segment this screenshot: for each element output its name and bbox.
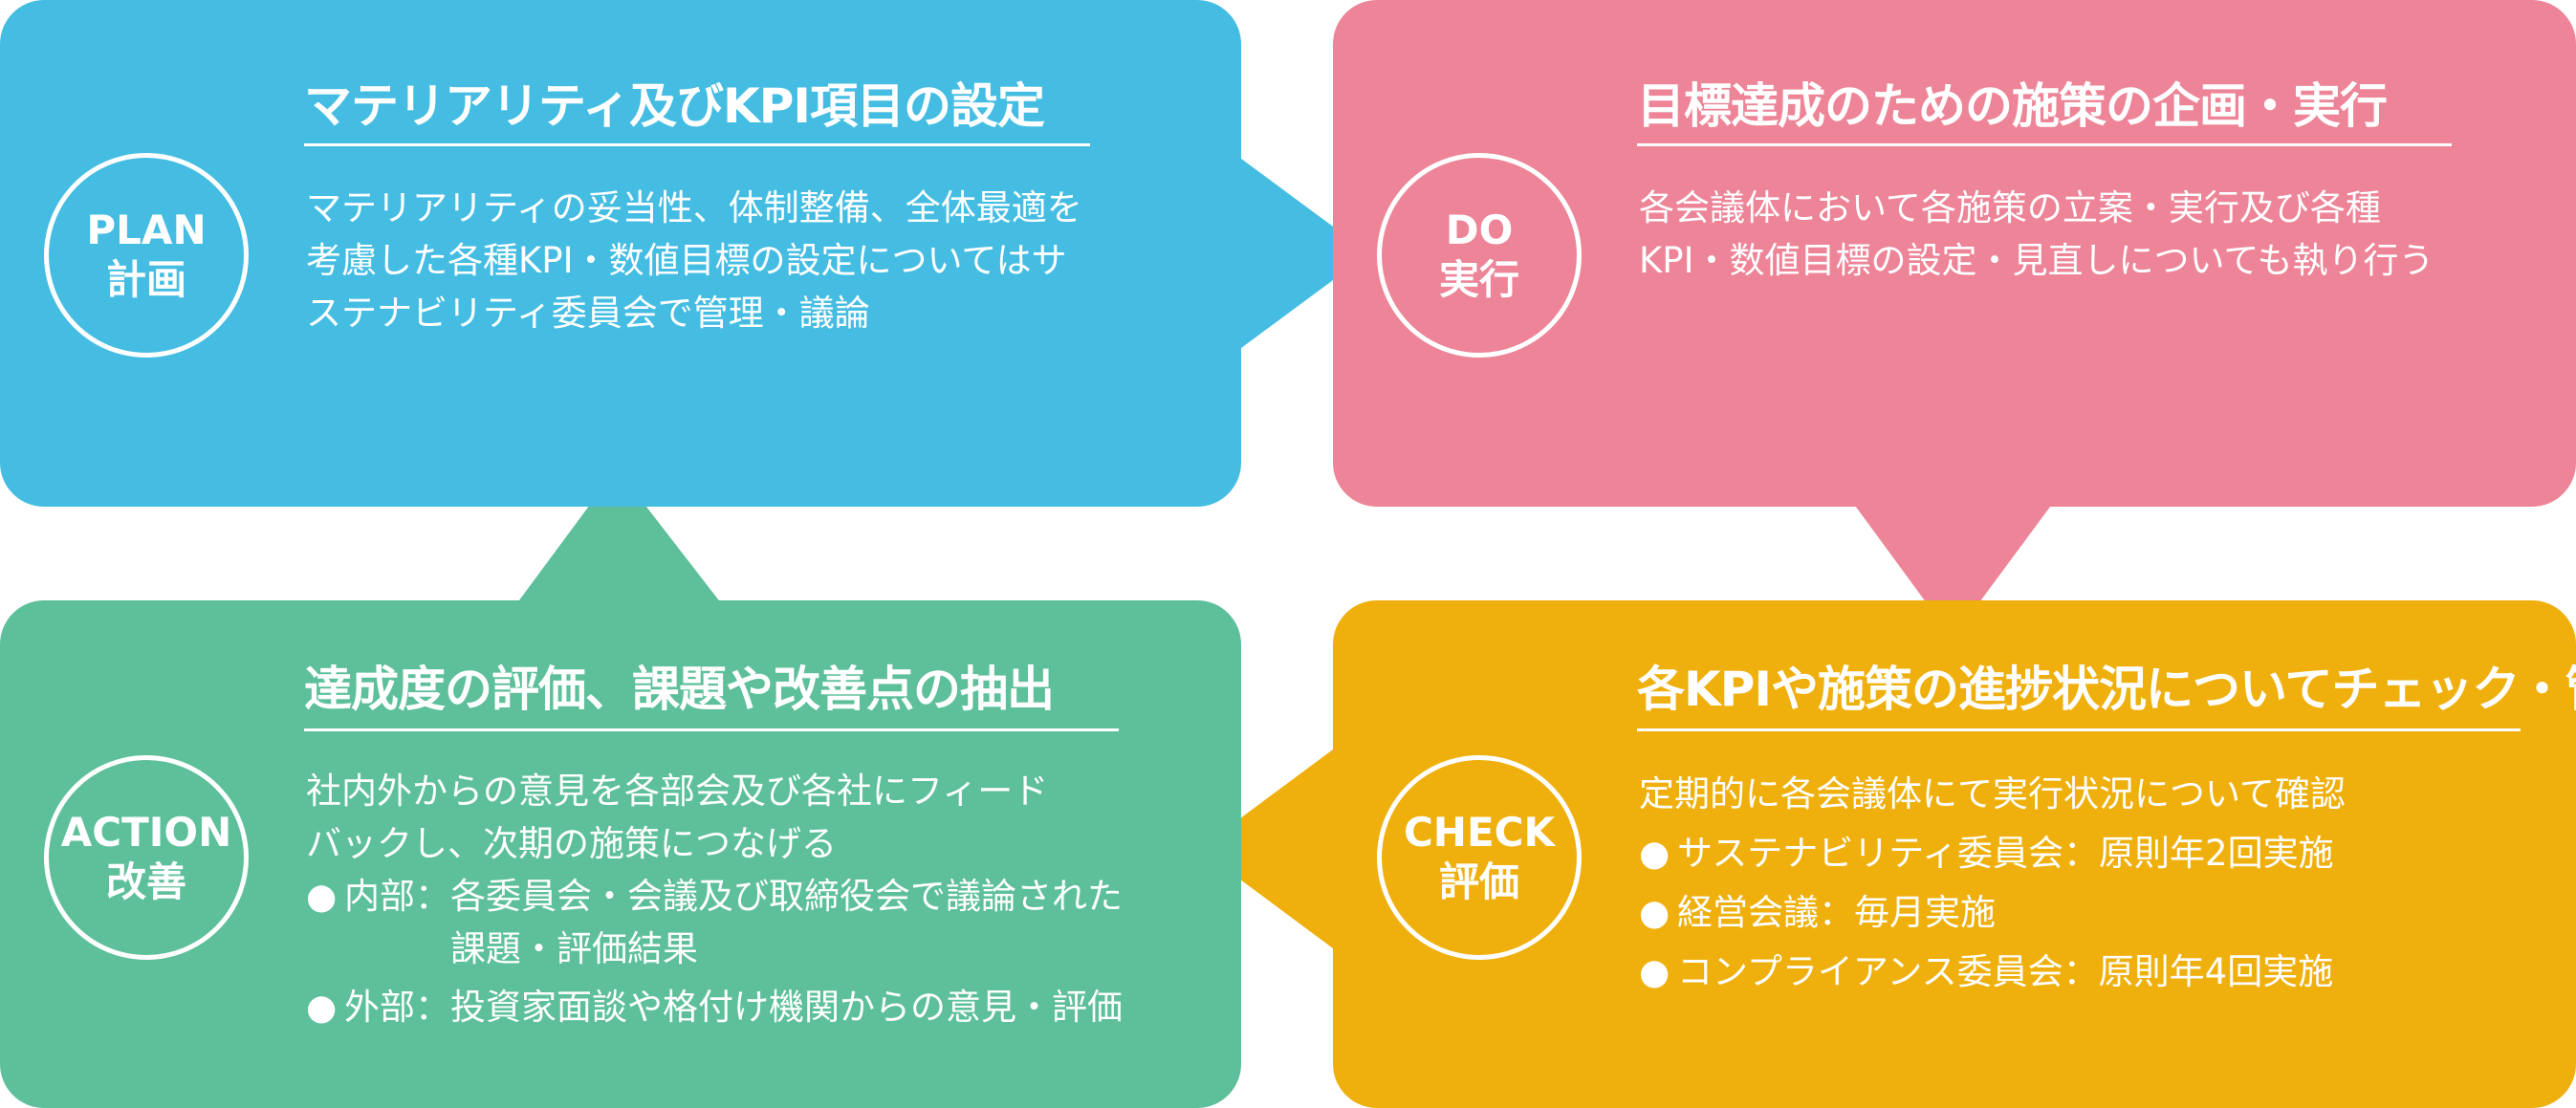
check-title: 各KPIや施策の進捗状況についてチェック・管理 [1637,662,2576,717]
bullet-mark: ● [1639,892,1670,933]
check-title-underline [1637,728,2521,731]
do-label-en: DO [1445,206,1514,253]
do-body: 各会議体において各施策の立案・実行及び各種 KPI・数値目標の設定・見直しについ… [1639,182,2557,287]
action-intro-line: 社内外からの意見を各部会及び各社にフィード [306,771,1049,812]
action-title: 達成度の評価、課題や改善点の抽出 [304,662,1055,717]
bullet-mark: ● [306,987,338,1028]
action-label-en: ACTION [60,809,232,856]
action-bullet-external: ● 外部： 投資家面談や格付け機関からの意見・評価 [306,981,1224,1033]
check-bullet: ● 経営会議：毎月実施 [1639,883,2557,943]
do-to-check-arrow [1850,499,2056,639]
check-bullet-text: サステナビリティ委員会：原則年2回実施 [1677,833,2334,874]
check-circle: CHECK 評価 [1377,755,1582,960]
do-title-underline [1637,143,2452,146]
do-title: 目標達成のための施策の企画・実行 [1637,78,2388,134]
plan-body-line: ステナビリティ委員会で管理・議論 [306,293,870,334]
plan-to-do-arrow [1233,153,1369,354]
do-box: DO 実行 目標達成のための施策の企画・実行 各会議体において各施策の立案・実行… [1333,0,2576,507]
do-label-ja: 実行 [1438,256,1519,303]
check-to-action-arrow [1199,744,1341,954]
bullet-mark: ● [306,876,338,917]
check-body: 定期的に各会議体にて実行状況について確認 ● サステナビリティ委員会：原則年2回… [1639,765,2557,1002]
plan-title: マテリアリティ及びKPI項目の設定 [304,78,1045,134]
plan-body: マテリアリティの妥当性、体制整備、全体最適を 考慮した各種KPI・数値目標の設定… [306,182,1224,339]
check-bullet: ● サステナビリティ委員会：原則年2回実施 [1639,824,2557,883]
plan-label-ja: 計画 [105,256,186,303]
check-bullet-text: コンプライアンス委員会：原則年4回実施 [1677,951,2334,992]
action-circle: ACTION 改善 [44,755,249,960]
bullet-mark: ● [1639,951,1670,992]
plan-body-line: 考慮した各種KPI・数値目標の設定についてはサ [306,240,1067,281]
action-intro-line: バックし、次期の施策につなげる [306,823,837,864]
bullet-mark: ● [1639,833,1670,874]
check-label-ja: 評価 [1438,858,1519,905]
action-box: ACTION 改善 達成度の評価、課題や改善点の抽出 社内外からの意見を各部会及… [0,600,1241,1108]
action-bullet-label: 外部： [344,987,450,1028]
action-bullet-text: 各委員会・会議及び取締役会で議論された 課題・評価結果 [450,870,1224,975]
plan-box: PLAN 計画 マテリアリティ及びKPI項目の設定 マテリアリティの妥当性、体制… [0,0,1241,507]
action-to-plan-arrow [513,468,725,608]
check-label-en: CHECK [1403,809,1556,856]
action-body: 社内外からの意見を各部会及び各社にフィード バックし、次期の施策につなげる ● … [306,765,1224,1033]
check-box: CHECK 評価 各KPIや施策の進捗状況についてチェック・管理 定期的に各会議… [1333,600,2576,1108]
action-bullet-label: 内部： [344,876,450,917]
action-bullet-line: 課題・評価結果 [450,928,698,969]
do-body-line: KPI・数値目標の設定・見直しについても執り行う [1639,240,2434,281]
action-bullet-line: 投資家面談や格付け機関からの意見・評価 [450,987,1123,1028]
action-bullet-line: 各委員会・会議及び取締役会で議論された [450,876,1123,917]
check-intro: 定期的に各会議体にて実行状況について確認 [1639,773,2346,815]
action-title-underline [304,728,1119,731]
do-circle: DO 実行 [1377,153,1582,358]
check-bullet: ● コンプライアンス委員会：原則年4回実施 [1639,943,2557,1002]
plan-body-line: マテリアリティの妥当性、体制整備、全体最適を [306,187,1082,228]
plan-label-en: PLAN [86,206,207,253]
action-bullet-text: 投資家面談や格付け機関からの意見・評価 [450,981,1224,1033]
plan-circle: PLAN 計画 [44,153,249,358]
check-bullet-text: 経営会議：毎月実施 [1677,892,1996,933]
do-body-line: 各会議体において各施策の立案・実行及び各種 [1639,187,2381,228]
plan-title-underline [304,143,1090,146]
action-label-ja: 改善 [105,858,186,905]
action-bullet-internal: ● 内部： 各委員会・会議及び取締役会で議論された 課題・評価結果 [306,870,1224,975]
